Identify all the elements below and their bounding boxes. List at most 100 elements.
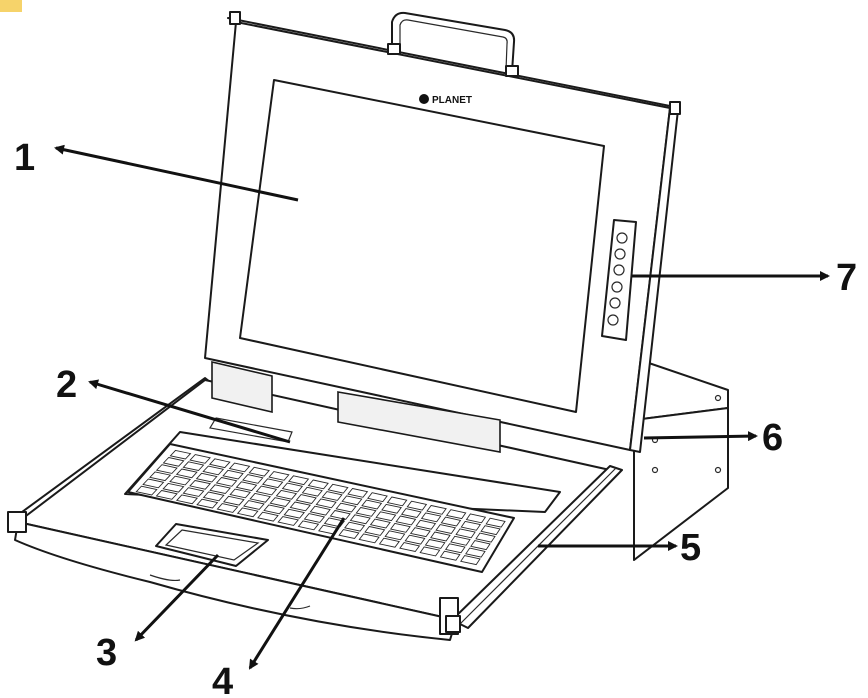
keyboard-key[interactable] <box>344 521 366 532</box>
keyboard-key[interactable] <box>455 528 476 539</box>
keyboard-key[interactable] <box>216 503 239 513</box>
keyboard-key[interactable] <box>236 507 259 518</box>
keyboard-key[interactable] <box>361 499 383 510</box>
keyboard-key[interactable] <box>281 482 304 493</box>
keyboard-key[interactable] <box>358 533 380 544</box>
keyboard-key[interactable] <box>307 479 329 490</box>
keyboard-key[interactable] <box>440 516 462 527</box>
keyboard-key[interactable] <box>202 465 225 476</box>
keyboard-key[interactable] <box>195 472 218 483</box>
keyboard-key[interactable] <box>406 500 428 511</box>
keyboard-key[interactable] <box>155 490 178 500</box>
keyboard-key[interactable] <box>381 503 402 514</box>
keyboard-key[interactable] <box>415 519 437 530</box>
keyboard-key[interactable] <box>182 487 205 497</box>
keyboard-key[interactable] <box>222 469 244 480</box>
keyboard-key[interactable] <box>465 547 486 558</box>
keyboard-key[interactable] <box>255 485 278 496</box>
keyboard-key[interactable] <box>242 474 264 484</box>
keyboard-key[interactable] <box>222 495 245 506</box>
keyboard-key[interactable] <box>424 538 446 549</box>
keyboard-key[interactable] <box>341 495 363 506</box>
keyboard-key[interactable] <box>395 515 417 526</box>
keyboard-key[interactable] <box>465 513 487 524</box>
keyboard-key[interactable] <box>420 512 442 523</box>
osd-button[interactable] <box>614 248 626 260</box>
keyboard-key[interactable] <box>182 461 205 471</box>
keyboard-key[interactable] <box>335 502 357 513</box>
keyboard-key[interactable] <box>229 488 252 499</box>
keyboard-key[interactable] <box>208 458 231 469</box>
keyboard-key[interactable] <box>295 494 317 504</box>
keyboard-key[interactable] <box>175 468 198 479</box>
keyboard-key[interactable] <box>445 509 467 520</box>
touchpad[interactable] <box>155 523 269 567</box>
keyboard-key[interactable] <box>485 517 506 528</box>
keyboard-key[interactable] <box>257 511 279 522</box>
keyboard-key[interactable] <box>444 543 466 554</box>
keyboard-key[interactable] <box>400 508 422 518</box>
keyboard-key[interactable] <box>375 511 397 522</box>
keyboard-key[interactable] <box>389 522 411 533</box>
keyboard-key[interactable] <box>315 498 337 509</box>
keyboard-key[interactable] <box>301 486 323 497</box>
keyboard-key[interactable] <box>162 482 185 493</box>
keyboard-key[interactable] <box>287 475 310 486</box>
keyboard-key[interactable] <box>142 478 165 489</box>
keyboard-key[interactable] <box>277 516 300 526</box>
osd-button[interactable] <box>616 232 628 244</box>
keyboard-key[interactable] <box>309 505 331 516</box>
keyboard-key[interactable] <box>297 520 320 531</box>
keyboard-key[interactable] <box>470 540 491 551</box>
keyboard-key[interactable] <box>303 513 326 523</box>
keyboard-key[interactable] <box>269 497 292 507</box>
keyboard-key[interactable] <box>364 525 386 536</box>
keyboard-key[interactable] <box>228 462 251 473</box>
keyboard-key[interactable] <box>347 488 369 498</box>
keyboard-key[interactable] <box>439 550 461 561</box>
keyboard-key[interactable] <box>275 489 298 500</box>
keyboard-key[interactable] <box>435 524 457 535</box>
keyboard-key[interactable] <box>268 471 290 481</box>
keyboard-key[interactable] <box>261 478 284 489</box>
keyboard-key[interactable] <box>460 555 481 566</box>
keyboard-key[interactable] <box>327 483 349 494</box>
keyboard-key[interactable] <box>162 457 185 467</box>
keyboard-key[interactable] <box>196 498 219 509</box>
keyboard-key[interactable] <box>215 477 238 487</box>
keyboard-key[interactable] <box>135 485 158 496</box>
keyboard-key[interactable] <box>283 508 306 519</box>
osd-button[interactable] <box>609 297 621 309</box>
keyboard-key[interactable] <box>175 494 199 505</box>
keyboard-key[interactable] <box>249 492 272 503</box>
keyboard-key[interactable] <box>460 520 482 531</box>
keyboard-key[interactable] <box>369 518 391 529</box>
keyboard-key[interactable] <box>189 480 212 490</box>
keyboard-key[interactable] <box>450 535 471 546</box>
keyboard-key[interactable] <box>367 492 388 503</box>
keyboard-key[interactable] <box>155 464 178 474</box>
keyboard-key[interactable] <box>386 496 408 507</box>
keyboard-key[interactable] <box>384 530 406 541</box>
keyboard-key[interactable] <box>243 500 265 510</box>
keyboard-key[interactable] <box>430 531 451 542</box>
keyboard-key[interactable] <box>189 454 211 464</box>
keyboard-key[interactable] <box>235 481 258 492</box>
osd-button[interactable] <box>613 264 625 276</box>
keyboard-key[interactable] <box>419 546 441 557</box>
osd-button[interactable] <box>607 314 619 326</box>
keyboard-key[interactable] <box>338 529 360 539</box>
keyboard-key[interactable] <box>404 534 426 545</box>
keyboard-key[interactable] <box>248 466 270 477</box>
keyboard-key[interactable] <box>378 537 400 548</box>
keyboard-key[interactable] <box>426 504 447 515</box>
osd-button[interactable] <box>611 281 623 293</box>
keyboard-key[interactable] <box>355 507 377 517</box>
keyboard-key[interactable] <box>209 484 232 494</box>
keyboard-key[interactable] <box>480 525 501 536</box>
keyboard-key[interactable] <box>475 532 496 543</box>
keyboard-key[interactable] <box>409 527 431 538</box>
keyboard-key[interactable] <box>349 514 371 525</box>
keyboard-key[interactable] <box>289 501 312 512</box>
keyboard-key[interactable] <box>202 491 225 502</box>
